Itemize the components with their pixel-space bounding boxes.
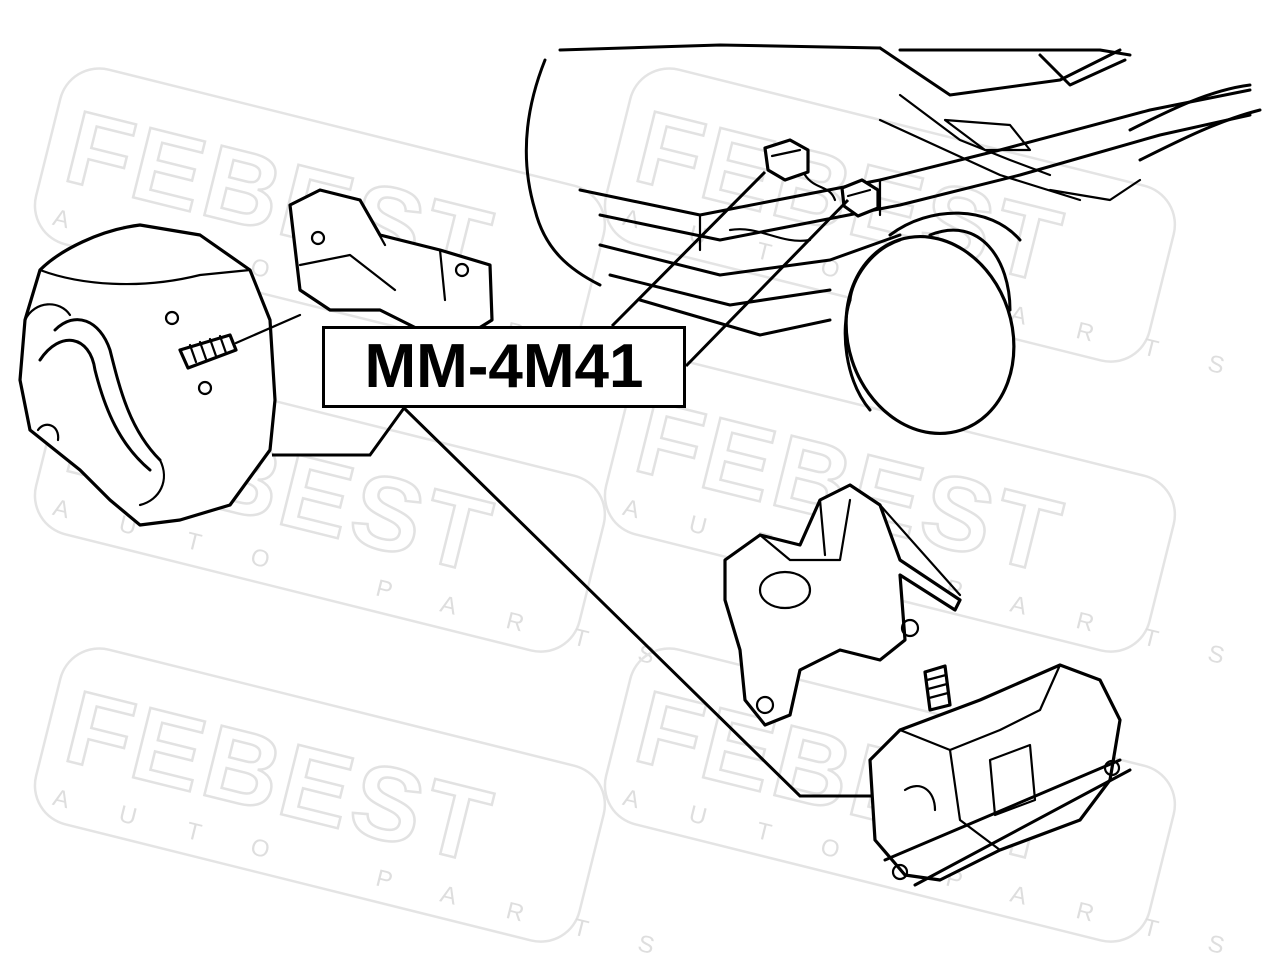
right-mount-bracket xyxy=(723,483,962,727)
right-engine-mount-drawing xyxy=(868,663,1132,887)
vehicle-chassis-drawing xyxy=(524,43,1262,436)
right-mount-rubber-block xyxy=(868,663,1122,882)
left-mount-rubber-block xyxy=(18,223,277,527)
leader-lines xyxy=(272,170,872,798)
leader-to-left-mount xyxy=(272,407,406,457)
right-bracket-drawing xyxy=(723,483,962,727)
leader-to-chassis-rear xyxy=(684,198,850,368)
leader-to-right-mount xyxy=(402,406,872,798)
left-engine-mount-drawing xyxy=(18,188,494,527)
leader-to-chassis-front xyxy=(610,170,767,328)
tire-drawing xyxy=(843,228,1016,436)
part-number-label: MM-4M41 xyxy=(364,332,644,401)
part-number-label-box: MM-4M41 xyxy=(322,326,686,408)
